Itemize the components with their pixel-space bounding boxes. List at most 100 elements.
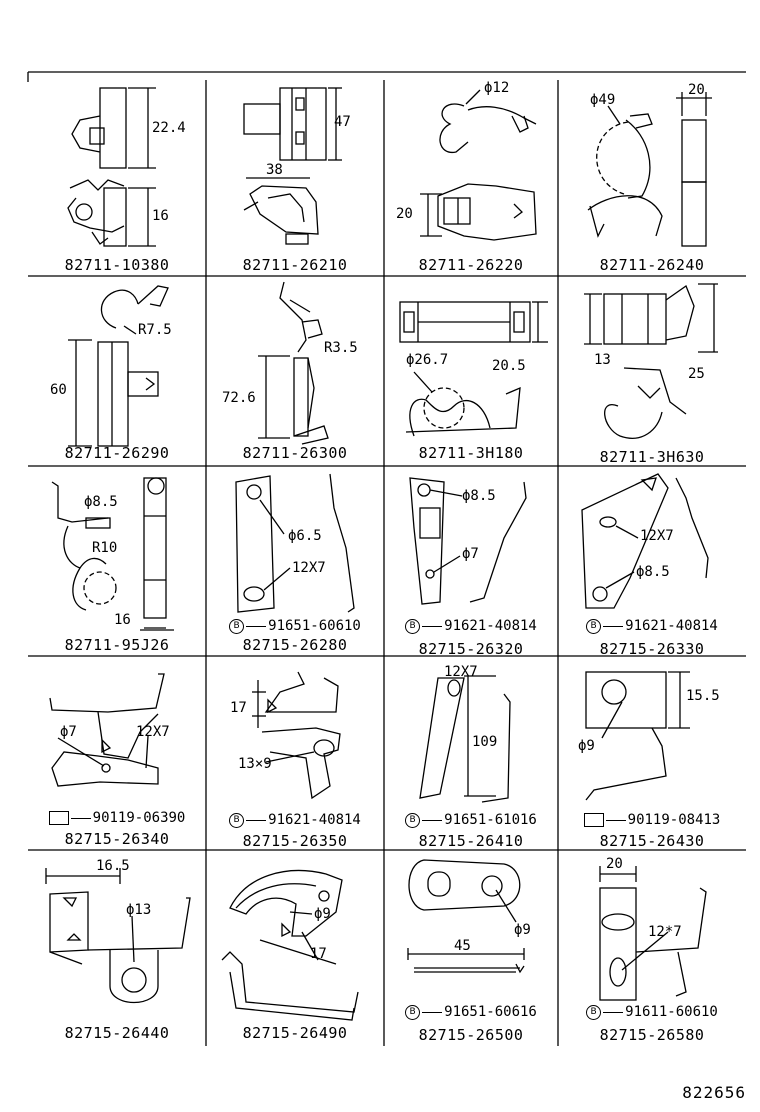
part-cell-82711-26300[interactable]: R3.5 72.6 82711-26300: [206, 278, 384, 466]
leader-line: [246, 625, 267, 627]
dimension-label: ϕ7: [462, 546, 479, 562]
part-number: 82715-26580: [599, 1026, 705, 1044]
part-cell-82715-26440[interactable]: 16.5 ϕ13 82715-26440: [28, 852, 206, 1048]
dimension-label: 12X7: [292, 560, 326, 576]
part-cell-82715-26490[interactable]: ϕ9 17 82715-26490: [206, 852, 384, 1048]
dimension-label: ϕ9: [314, 906, 331, 922]
dimension-label: ϕ6.5: [288, 528, 322, 544]
dimension-label: 20: [688, 82, 705, 98]
fastener-callout: 90119-08413: [558, 812, 746, 828]
bolt-b-icon: B: [586, 618, 602, 634]
leader-line: [603, 1011, 624, 1013]
part-number: 82711-3H180: [418, 444, 524, 462]
leader-line: [422, 819, 443, 821]
dimension-label: ϕ8.5: [462, 488, 496, 504]
clip-drawing: [243, 87, 342, 245]
fastener-callout: B 91621-40814: [206, 812, 384, 828]
clip-drawing: [420, 89, 537, 241]
leader-line: [422, 1011, 443, 1013]
part-cell-82711-3H180[interactable]: ϕ26.7 20.5 82711-3H180: [384, 278, 558, 466]
bracket-drawing: [585, 671, 690, 801]
dimension-label: ϕ7: [60, 724, 77, 740]
dimension-label: R3.5: [324, 340, 358, 356]
part-cell-82711-95J26[interactable]: ϕ8.5 R10 16 82711-95J26: [28, 468, 206, 656]
dimension-label: 13: [594, 352, 611, 368]
leader-line: [70, 817, 91, 819]
part-number: 82715-26340: [64, 830, 170, 848]
part-number: 82715-26350: [242, 832, 348, 850]
part-number: 82711-10380: [64, 256, 170, 274]
bracket-drawing: [49, 673, 165, 787]
dimension-label: ϕ9: [514, 922, 531, 938]
dimension-label: 20: [396, 206, 413, 222]
sheet-id: 822656: [682, 1083, 746, 1102]
dimension-label: 20.5: [492, 358, 526, 374]
part-number: 82711-3H630: [599, 448, 705, 466]
clip-drawing: [67, 87, 156, 247]
dimension-label: 16: [152, 208, 169, 224]
bracket-drawing: [235, 473, 355, 613]
bolt-b-icon: B: [229, 618, 245, 634]
dimension-label: 12X7: [136, 724, 170, 740]
dimension-label: 17: [310, 946, 327, 962]
fastener-part-number: 91621-40814: [268, 812, 361, 828]
part-cell-82711-10380[interactable]: 22.4 16 82711-10380: [28, 76, 206, 276]
part-number: 82715-26430: [599, 832, 705, 850]
part-number: 82711-95J26: [64, 636, 170, 654]
bolt-icon: [48, 811, 69, 825]
clip-drawing: [399, 301, 548, 437]
part-number: 82715-26410: [418, 832, 524, 850]
bolt-b-icon: B: [405, 812, 421, 828]
part-cell-82711-26290[interactable]: R7.5 60 82711-26290: [28, 278, 206, 466]
dimension-label: ϕ13: [126, 902, 152, 918]
bracket-drawing: [581, 473, 709, 609]
part-cell-82711-26220[interactable]: ϕ12 20 82711-26220: [384, 76, 558, 276]
clip-drawing: [51, 477, 174, 631]
part-number: 82715-26280: [242, 636, 348, 654]
dimension-label: 22.4: [152, 120, 186, 136]
part-cell-82711-26210[interactable]: 47 38 82711-26210: [206, 76, 384, 276]
leader-line: [422, 625, 443, 627]
part-number: 82715-26490: [242, 1024, 348, 1042]
dimension-label: R10: [92, 540, 118, 556]
dimension-label: 45: [454, 938, 471, 954]
part-cell-82711-26240[interactable]: ϕ49 20 82711-26240: [558, 76, 746, 276]
part-number: 82711-26220: [418, 256, 524, 274]
dimension-label: ϕ8.5: [84, 494, 118, 510]
part-number: 82711-26240: [599, 256, 705, 274]
part-cell-82715-26340[interactable]: ϕ7 12X7 90119-06390 82715-26340: [28, 658, 206, 850]
bolt-b-icon: B: [229, 812, 245, 828]
fastener-part-number: 91621-40814: [625, 618, 718, 634]
part-number: 82711-26210: [242, 256, 348, 274]
clip-drawing: [68, 285, 169, 447]
leader-line: [605, 819, 626, 821]
part-cell-82711-3H630[interactable]: 13 25 82711-3H630: [558, 278, 746, 466]
leader-line: [246, 819, 267, 821]
bolt-b-icon: B: [405, 618, 421, 634]
bracket-drawing: [407, 859, 525, 974]
fastener-callout: 90119-06390: [28, 810, 206, 826]
dimension-label: 109: [472, 734, 498, 750]
bracket-drawing: [252, 671, 341, 800]
dimension-label: ϕ9: [578, 738, 595, 754]
dimension-label: 15.5: [686, 688, 720, 704]
part-number: 82715-26330: [599, 640, 705, 658]
dimension-label: 60: [50, 382, 67, 398]
part-cell-82715-26430[interactable]: 15.5 ϕ9 90119-08413 82715-26430: [558, 658, 746, 850]
bracket-drawing: [409, 477, 527, 605]
part-number: 82711-26300: [242, 444, 348, 462]
dimension-label: 20: [606, 856, 623, 872]
dimension-label: ϕ12: [484, 80, 510, 96]
dimension-label: 12X7: [640, 528, 674, 544]
